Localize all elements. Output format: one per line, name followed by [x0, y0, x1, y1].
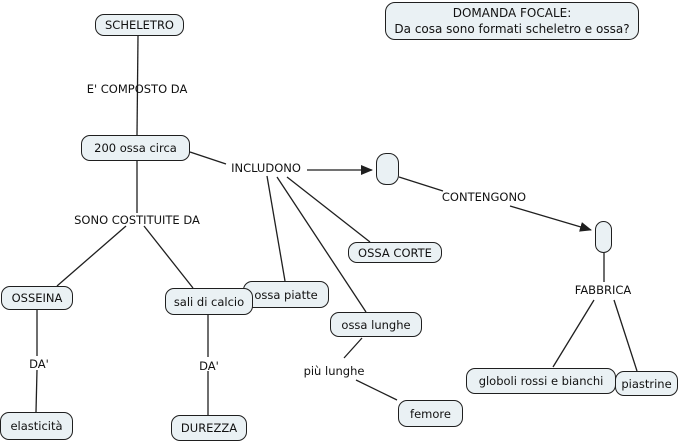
- concept-node-ossa-corte[interactable]: OSSA CORTE: [348, 242, 442, 263]
- edge-fabbrica-globoli: [552, 299, 595, 368]
- concept-node-ossa-lunghe[interactable]: ossa lunghe: [330, 312, 422, 337]
- concept-node-piastrine[interactable]: piastrine: [615, 371, 678, 396]
- focal-question-title: DOMANDA FOCALE:: [452, 6, 572, 20]
- concept-node-durezza[interactable]: DUREZZA: [171, 415, 247, 441]
- edge-ossa200-includono: [189, 151, 227, 165]
- edge-includono-ossa-corte: [286, 176, 371, 243]
- edge-costituite-osseina: [56, 225, 127, 287]
- linking-phrase-fabbrica[interactable]: FABBRICA: [574, 283, 632, 297]
- concept-node-elasticita[interactable]: elasticità: [0, 412, 73, 440]
- edge-lunghe-piulunghe: [343, 337, 363, 359]
- edge-piulunghe-femore: [355, 379, 398, 401]
- concept-node-femore[interactable]: femore: [398, 400, 463, 427]
- edge-da-elasticita: [35, 369, 38, 413]
- linking-phrase-e-composto-da[interactable]: E' COMPOSTO DA: [86, 82, 188, 96]
- concept-node-osseina[interactable]: OSSEINA: [1, 286, 73, 310]
- edge-empty1-contengono: [398, 176, 444, 192]
- focal-question-text: Da cosa sono formati scheletro e ossa?: [394, 22, 630, 36]
- edge-fabbrica-piastrine: [613, 299, 638, 372]
- edge-costituite-sali: [143, 225, 194, 289]
- linking-phrase-da-osseina[interactable]: DA': [29, 357, 49, 371]
- linking-phrase-piu-lunghe[interactable]: più lunghe: [303, 364, 365, 378]
- concept-node-empty-2[interactable]: [595, 221, 612, 253]
- linking-phrase-sono-costituite-da[interactable]: SONO COSTITUITE DA: [74, 213, 200, 227]
- edge-contengono-empty2-arrow: [509, 205, 592, 232]
- concept-node-sali-di-calcio[interactable]: sali di calcio: [165, 288, 253, 315]
- concept-node-scheletro[interactable]: SCHELETRO: [95, 14, 184, 36]
- focal-question-box[interactable]: DOMANDA FOCALE: Da cosa sono formati sch…: [385, 2, 639, 40]
- concept-node-200-ossa-circa[interactable]: 200 ossa circa: [81, 135, 190, 161]
- linking-phrase-contengono[interactable]: CONTENGONO: [441, 190, 527, 204]
- edge-includono-ossa-piatte: [266, 175, 286, 282]
- linking-phrase-da-sali[interactable]: DA': [199, 359, 219, 373]
- linking-phrase-includono[interactable]: INCLUDONO: [231, 161, 301, 175]
- concept-node-ossa-piatte[interactable]: ossa piatte: [243, 281, 329, 308]
- concept-node-globoli-rossi-e-bianchi[interactable]: globoli rossi e bianchi: [466, 368, 616, 394]
- edge-scheletro-ossa200: [136, 35, 139, 136]
- edge-includono-ossa-lunghe: [276, 176, 367, 313]
- concept-node-empty-1[interactable]: [376, 153, 399, 185]
